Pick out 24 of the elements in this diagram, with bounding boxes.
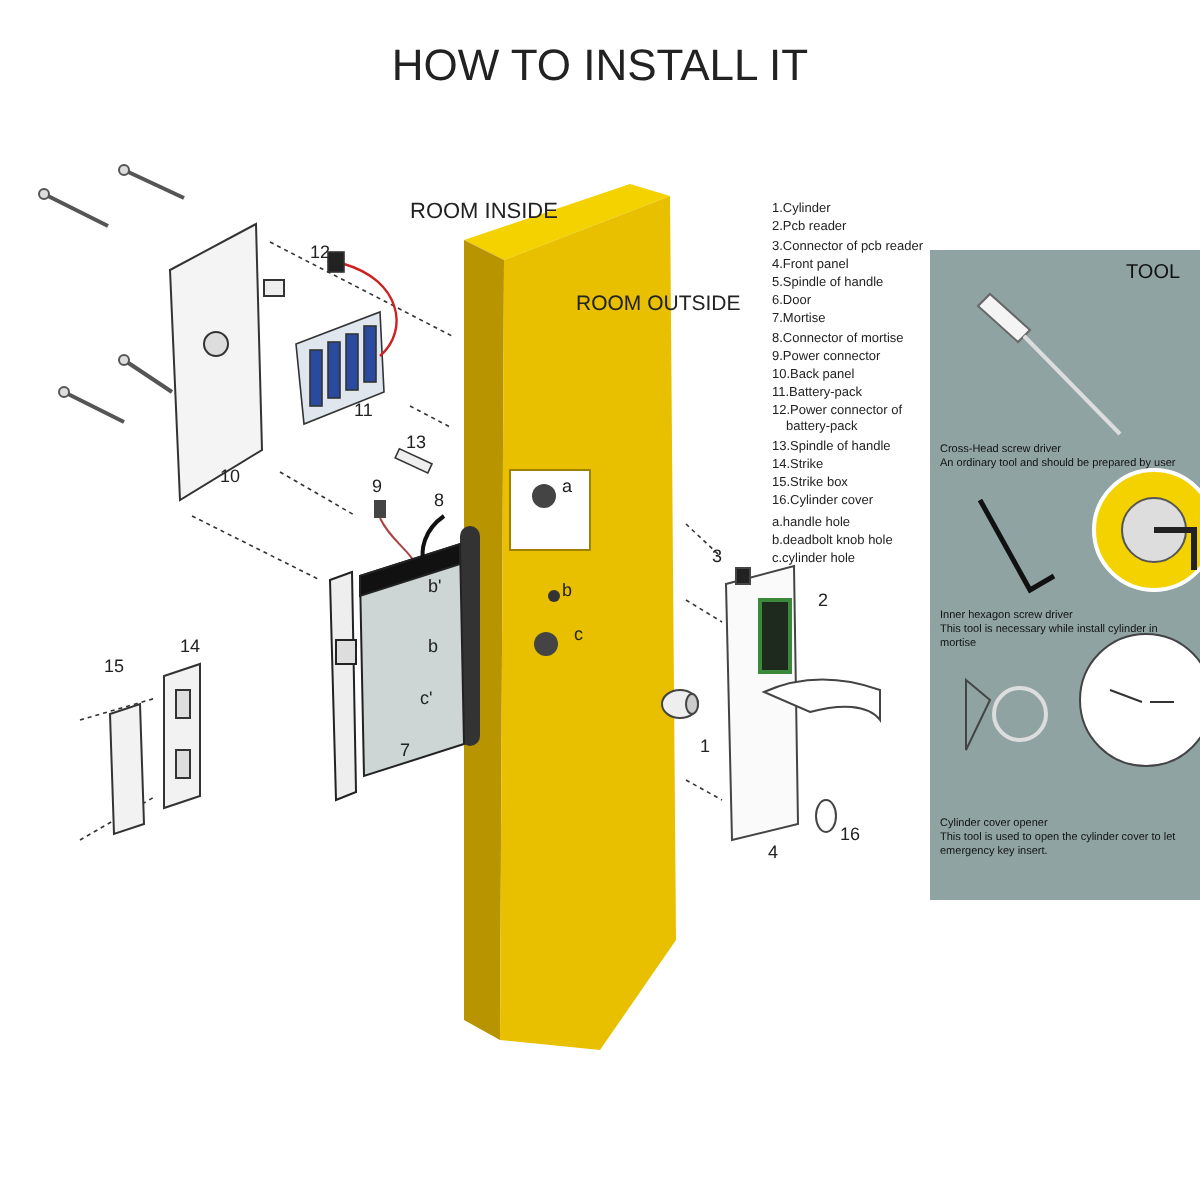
room-label: ROOM INSIDE xyxy=(410,200,558,224)
callout-number: c xyxy=(574,624,583,644)
callout-number: 11 xyxy=(354,400,373,420)
callout-number: 2 xyxy=(818,590,829,610)
callout-number: a xyxy=(562,476,573,496)
callout-number: b xyxy=(428,636,439,656)
callout-number: 9 xyxy=(372,476,383,496)
tool-panel xyxy=(930,250,1200,900)
callout-number: 7 xyxy=(400,740,411,760)
title: HOW TO INSTALL IT xyxy=(389,40,811,92)
callout-number: 13 xyxy=(406,432,427,452)
callout-number: b xyxy=(562,580,573,600)
callout-number: 1 xyxy=(700,736,711,756)
callout-number: 12 xyxy=(310,242,331,262)
callout-number: 4 xyxy=(768,842,779,862)
callout-number: 8 xyxy=(434,490,445,510)
callout-number: 16 xyxy=(840,824,861,844)
callout-number: 15 xyxy=(104,656,125,676)
callout-number: 10 xyxy=(220,466,241,486)
callout-number: 14 xyxy=(180,636,201,656)
callout-number: c' xyxy=(420,688,433,708)
callout-number: 3 xyxy=(712,546,723,566)
panel-heading: TOOL xyxy=(1126,262,1183,286)
callout-number: b' xyxy=(428,576,442,596)
